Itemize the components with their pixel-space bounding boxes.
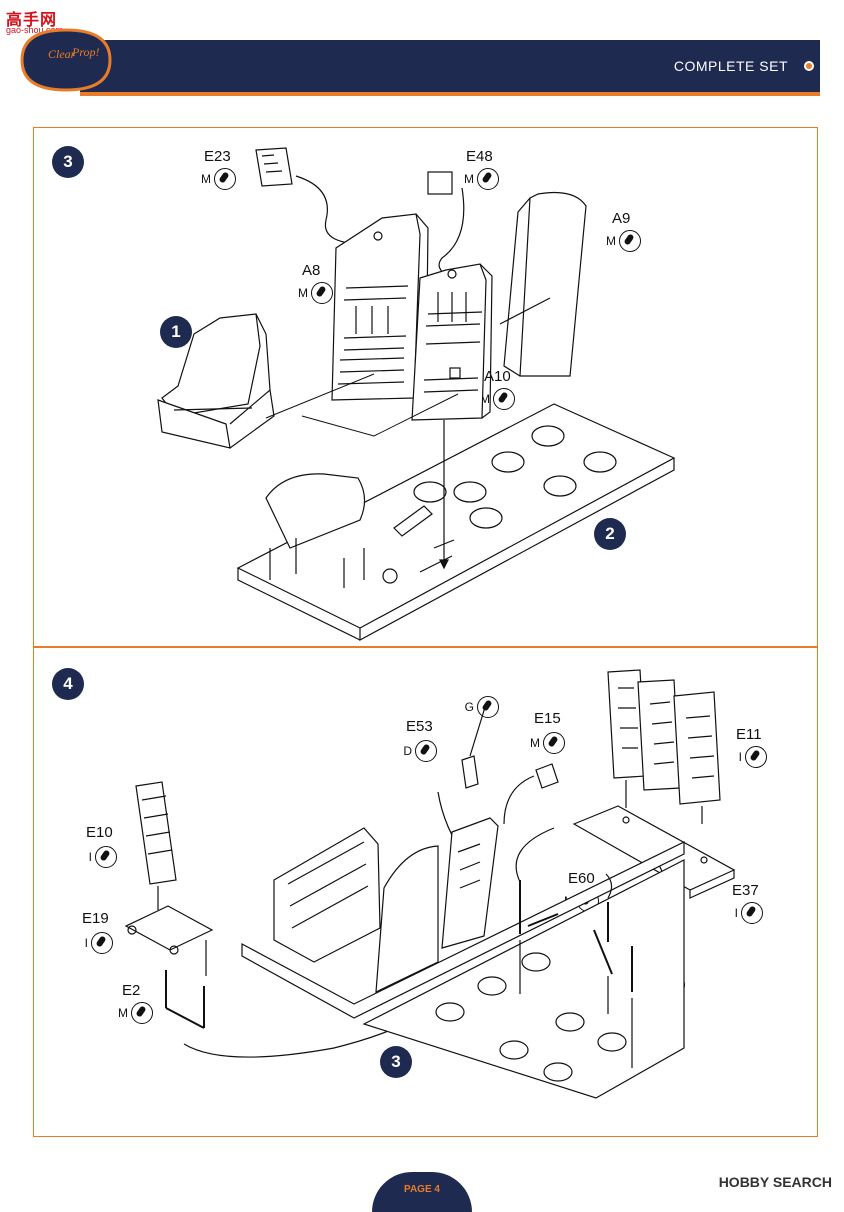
paint-pot-icon <box>131 1002 153 1024</box>
title-banner <box>80 40 820 96</box>
part-e48 <box>427 171 465 277</box>
part-e11 <box>607 669 721 824</box>
hobby-search-watermark: HOBBY SEARCH <box>718 1174 832 1190</box>
sub-step-badge: 2 <box>594 518 626 550</box>
paint-callout: M <box>296 282 333 304</box>
paint-code: M <box>606 234 616 248</box>
paint-callout: M <box>528 732 565 754</box>
page-number: PAGE 4 <box>404 1184 440 1195</box>
paint-callout: I <box>726 902 763 924</box>
step-4-drawing <box>124 669 736 1099</box>
paint-pot-icon <box>745 746 767 768</box>
paint-code: D <box>403 744 412 758</box>
bullet-icon <box>804 61 814 71</box>
page-title: COMPLETE SET <box>673 58 788 74</box>
paint-pot-icon <box>493 388 515 410</box>
paint-callout: D <box>400 740 437 762</box>
part-label: E19 <box>82 910 109 927</box>
paint-callout: I <box>730 746 767 768</box>
paint-pot-icon <box>311 282 333 304</box>
paint-code: M <box>118 1006 128 1020</box>
paint-code: M <box>298 286 308 300</box>
sub-step-badge: 1 <box>160 316 192 348</box>
paint-code: M <box>480 392 490 406</box>
part-label: E53 <box>406 718 433 735</box>
paint-pot-icon <box>543 732 565 754</box>
paint-code: M <box>530 736 540 750</box>
paint-callout: M <box>604 230 641 252</box>
part-e15 <box>503 763 559 825</box>
watermark-url: gao-shou.com <box>6 25 64 35</box>
seat-subassembly <box>157 313 275 449</box>
cockpit-floor <box>236 403 676 642</box>
paint-code: I <box>738 750 742 764</box>
step-3-drawing <box>157 147 676 642</box>
part-label: E60 <box>568 870 595 887</box>
paint-code: I <box>734 906 738 920</box>
part-label: G <box>464 700 474 714</box>
watermark-site: 高手网 <box>6 12 58 29</box>
part-label: E10 <box>86 824 113 841</box>
part-label: E2 <box>122 982 141 999</box>
paint-pot-icon <box>95 846 117 868</box>
paint-pot-icon <box>477 696 499 718</box>
step-4-panel: 4 3 G E53 D E15 M E11 I E10 I E60 M E37 … <box>33 647 818 1137</box>
paint-pot-icon <box>214 168 236 190</box>
logo-text-clear: Clear <box>48 47 76 61</box>
paint-callout: M <box>478 388 515 410</box>
paint-callout: M <box>116 1002 153 1024</box>
part-e19 <box>124 905 214 976</box>
paint-code: I <box>88 850 92 864</box>
paint-callout: M <box>462 168 499 190</box>
part-label: E48 <box>466 148 493 165</box>
paint-pot-icon <box>477 168 499 190</box>
part-rods <box>515 827 633 1068</box>
part-label: E23 <box>204 148 231 165</box>
part-e23 <box>255 147 375 245</box>
page-header: 高手网 gao-shou.com COMPLETE SET Clear Prop… <box>0 0 844 110</box>
cockpit-tub <box>241 817 685 1099</box>
page-number-tab: PAGE 4 <box>372 1172 472 1212</box>
part-a9 <box>499 191 587 377</box>
part-label: E11 <box>736 726 762 743</box>
logo-text-prop: Prop! <box>71 45 100 59</box>
step-number: 4 <box>52 668 84 700</box>
part-label: A9 <box>612 210 631 227</box>
paint-callout: G <box>462 696 499 718</box>
step-number: 3 <box>52 146 84 178</box>
paint-code: M <box>201 172 211 186</box>
brand-logo: Clear Prop! <box>20 28 112 92</box>
step-3-panel: 3 1 2 E23 M E48 M A9 M A8 M A10 M <box>33 127 818 647</box>
paint-code: I <box>84 936 88 950</box>
part-label: E15 <box>534 710 561 727</box>
paint-callout: M <box>199 168 236 190</box>
part-label: E37 <box>732 882 759 899</box>
sub-step-badge: 3 <box>380 1046 412 1078</box>
paint-callout: I <box>76 932 113 954</box>
paint-pot-icon <box>415 740 437 762</box>
part-label: A8 <box>302 262 321 279</box>
paint-pot-icon <box>91 932 113 954</box>
paint-pot-icon <box>619 230 641 252</box>
paint-callout: I <box>80 846 117 868</box>
part-a10 <box>411 263 493 421</box>
part-a8 <box>331 213 429 401</box>
part-e10 <box>135 781 177 910</box>
paint-code: M <box>464 172 474 186</box>
paint-pot-icon <box>741 902 763 924</box>
